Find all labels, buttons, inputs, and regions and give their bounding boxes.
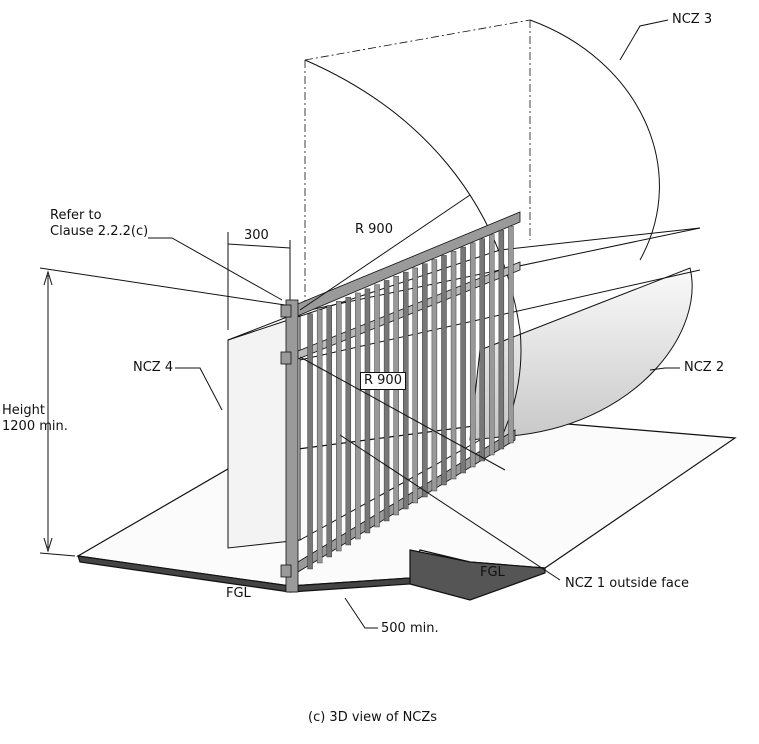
label-r900-mid: R 900: [360, 372, 406, 390]
fence-paling: [307, 313, 313, 570]
fence-paling: [460, 246, 466, 474]
label-height-1: Height: [2, 403, 45, 418]
ncz2-zone: [469, 267, 693, 441]
fence-paling: [422, 263, 428, 498]
label-fgl-right: FGL: [480, 565, 505, 580]
ncz4-zone: [227, 227, 701, 549]
label-height-2: 1200 min.: [2, 419, 68, 434]
label-ncz4: NCZ 4: [133, 360, 174, 375]
fence-paling: [336, 301, 342, 552]
fence-paling: [489, 234, 495, 456]
fence-paling: [498, 230, 505, 450]
fence-paling: [403, 271, 409, 510]
fence-paling: [345, 296, 352, 546]
fence-paling: [479, 238, 485, 462]
fence-paling: [364, 288, 371, 534]
leader-lines: [39, 19, 680, 629]
fence-paling: [469, 242, 476, 468]
fence-palings: [307, 225, 514, 570]
label-ncz1: NCZ 1 outside face: [565, 576, 689, 591]
label-r900-top: R 900: [355, 222, 393, 237]
label-dim300: 300: [244, 228, 269, 243]
fence-paling: [412, 267, 418, 504]
label-fgl-left: FGL: [226, 586, 251, 601]
label-ncz2: NCZ 2: [684, 360, 725, 375]
fence-paling: [316, 309, 323, 564]
fence-paling: [326, 305, 332, 558]
fence-paling: [508, 225, 514, 444]
label-dim500: 500 min.: [381, 621, 439, 636]
fence-paling: [393, 276, 399, 516]
figure-caption: (c) 3D view of NCZs: [308, 710, 438, 725]
label-refer-1: Refer to: [50, 208, 102, 223]
fence-paling: [383, 280, 390, 522]
fence-paling: [355, 292, 361, 540]
label-ncz3: NCZ 3: [672, 12, 713, 27]
fence-paling: [374, 284, 380, 528]
label-refer-2: Clause 2.2.2(c): [50, 224, 149, 239]
fence-paling: [441, 255, 447, 486]
fence-paling: [431, 259, 438, 492]
fence-paling: [450, 251, 457, 480]
